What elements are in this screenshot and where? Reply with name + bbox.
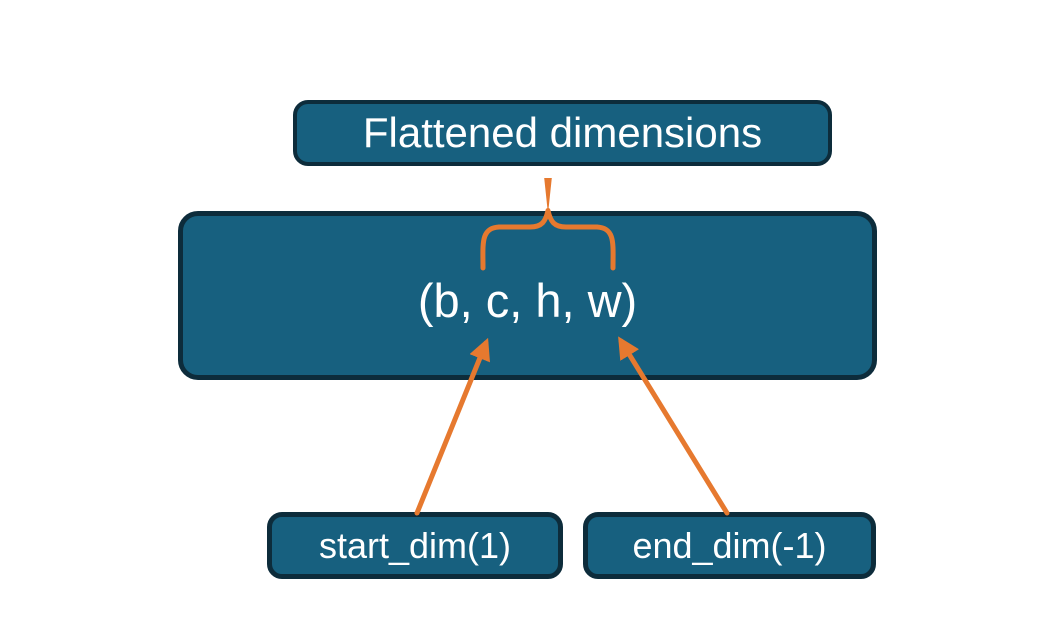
flattened-dimensions-label: Flattened dimensions — [362, 109, 763, 156]
node-start-dim: start_dim(1) — [267, 512, 563, 579]
end-dim-label: end_dim(-1) — [632, 524, 827, 566]
brace-stem-icon — [544, 178, 552, 214]
start-dim-label: start_dim(1) — [318, 524, 512, 566]
node-tensor-shape: (b, c, h, w) — [178, 211, 877, 380]
node-flattened-dimensions: Flattened dimensions — [293, 100, 832, 166]
tensor-shape-label: (b, c, h, w) — [417, 274, 638, 327]
node-end-dim: end_dim(-1) — [583, 512, 876, 579]
